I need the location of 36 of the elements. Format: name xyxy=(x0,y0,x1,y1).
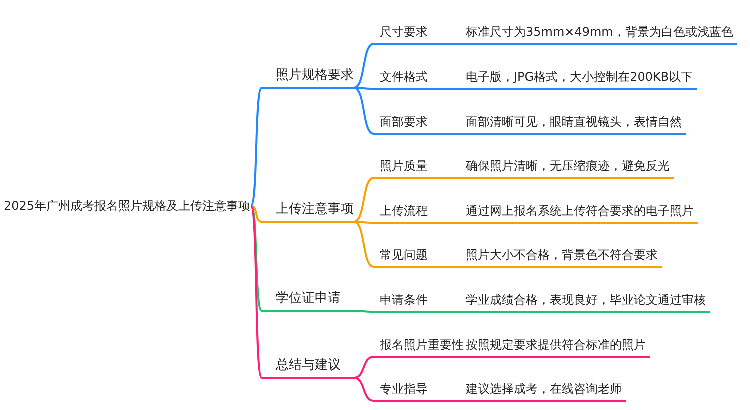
detail-text: 学业成绩合格，表现良好，毕业论文通过审核 xyxy=(466,293,706,307)
subtopic-label: 面部要求 xyxy=(380,114,429,131)
subtopic-label: 照片质量 xyxy=(380,158,429,175)
branch-connector xyxy=(250,87,263,207)
branch-connector xyxy=(250,206,263,378)
branch-topic: 总结与建议 xyxy=(262,356,354,379)
branch-connector xyxy=(354,43,374,89)
subtopic-label: 尺寸要求 xyxy=(380,24,429,41)
detail-text: 照片大小不合格，背景色不符合要求 xyxy=(466,248,658,262)
branch-connector xyxy=(354,356,374,379)
subtopic-label: 专业指导 xyxy=(380,381,429,398)
branch-connector xyxy=(354,221,374,224)
branch-connector xyxy=(250,205,263,312)
subtopic-label: 常见问题 xyxy=(380,247,429,264)
detail-text: 确保照片清晰，无压缩痕迹，避免反光 xyxy=(466,159,670,173)
detail-text: 按照规定要求提供符合标准的照片 xyxy=(466,338,646,352)
detail-text: 通过网上报名系统上传符合要求的电子照片 xyxy=(466,204,694,218)
branch-connector xyxy=(354,87,374,135)
branch-topic: 上传注意事项 xyxy=(262,200,354,223)
branch-connector xyxy=(354,310,374,313)
subtopic-label: 申请条件 xyxy=(380,292,429,309)
branch-connector xyxy=(354,87,374,90)
central-topic: 2025年广州成考报名照片规格及上传注意事项 xyxy=(4,196,251,216)
subtopic-label: 上传流程 xyxy=(380,203,429,220)
subtopic-label: 文件格式 xyxy=(380,69,429,86)
branch-connector xyxy=(354,177,374,223)
detail-text: 面部清晰可见，眼睛直视镜头，表情自然 xyxy=(466,115,682,129)
detail-text: 建议选择成考，在线咨询老师 xyxy=(466,382,622,396)
detail-text: 电子版，JPG格式，大小控制在200KB以下 xyxy=(466,70,694,84)
branch-connector xyxy=(250,205,262,223)
subtopic-label: 报名照片重要性 xyxy=(380,337,465,354)
branch-topic: 照片规格要求 xyxy=(262,66,354,89)
branch-connector xyxy=(354,221,374,268)
detail-text: 标准尺寸为35mm×49mm，背景为白色或浅蓝色 xyxy=(466,25,734,39)
branch-topic: 学位证申请 xyxy=(262,289,354,312)
branch-connector xyxy=(354,377,374,402)
